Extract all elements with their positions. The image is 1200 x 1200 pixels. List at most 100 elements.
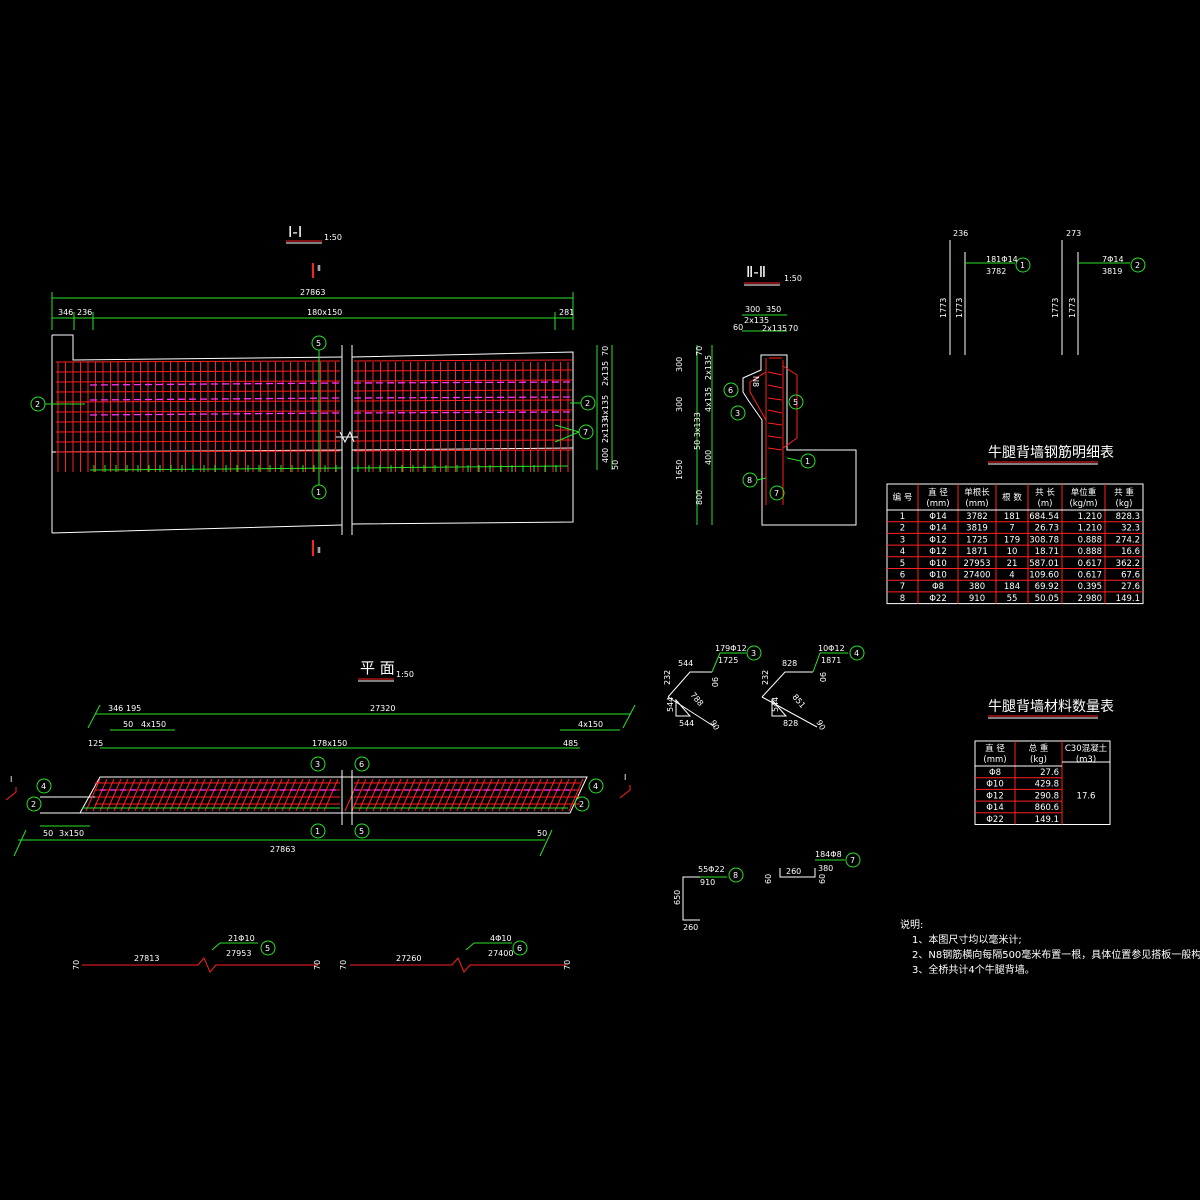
svg-text:485: 485 — [563, 739, 578, 748]
svg-text:544: 544 — [666, 697, 675, 712]
table-1-cell: 5 — [900, 559, 905, 569]
table-1-header: 根 数 — [1002, 492, 1022, 503]
table-1-cell: 10 — [1007, 547, 1018, 557]
table-2-cell: 149.1 — [1035, 815, 1059, 825]
svg-text:3: 3 — [751, 649, 756, 658]
svg-text:90: 90 — [710, 677, 719, 687]
section-1-title: Ⅰ-Ⅰ — [288, 223, 302, 241]
svg-text:6: 6 — [359, 760, 364, 769]
svg-text:2: 2 — [585, 399, 590, 408]
section-2-left-dims: 70 2x135 300 300 4x135 400 50 3x133 1650… — [675, 346, 713, 505]
table-1-cell: 67.6 — [1121, 571, 1140, 581]
svg-text:232: 232 — [663, 670, 672, 685]
svg-text:3: 3 — [315, 760, 320, 769]
svg-text:910: 910 — [700, 878, 715, 887]
section-2-dim-2x135a: 2x135 — [744, 316, 769, 325]
table-1-cell: 2.980 — [1078, 594, 1102, 604]
svg-text:544: 544 — [679, 719, 694, 728]
table-1-cell: 7 — [900, 582, 905, 592]
svg-text:273: 273 — [1066, 229, 1081, 238]
callout-1: 1 — [311, 350, 327, 500]
table-1-cell: 1871 — [966, 547, 988, 557]
svg-text:1650: 1650 — [675, 460, 684, 480]
svg-text:1: 1 — [315, 827, 320, 836]
bar-shape-7: 7 184Φ8 380 260 60 60 — [764, 850, 861, 884]
svg-text:181Φ14: 181Φ14 — [986, 255, 1018, 264]
section-1-dim-v1: 2x135 — [601, 361, 610, 386]
table-1-cell: Φ8 — [932, 582, 944, 592]
section-1-dim-v5: 50 — [611, 460, 620, 470]
callout-5: 5 — [311, 335, 327, 351]
svg-text:788: 788 — [688, 691, 705, 708]
svg-text:851: 851 — [790, 693, 807, 710]
table-1-cell: 1725 — [966, 535, 988, 545]
svg-text:5: 5 — [265, 944, 270, 953]
svg-text:90: 90 — [708, 719, 721, 732]
table-2-cell: 290.8 — [1035, 791, 1059, 801]
table-1-header: (m) — [1038, 499, 1053, 509]
svg-text:195: 195 — [126, 704, 141, 713]
svg-text:2: 2 — [1135, 261, 1140, 270]
table-1-title: 牛腿背墙钢筋明细表 — [988, 444, 1114, 461]
svg-text:184Φ8: 184Φ8 — [815, 850, 842, 859]
table-1-header: 编 号 — [893, 492, 913, 503]
bar-shape-8: 8 55Φ22 910 650 260 — [673, 865, 744, 932]
svg-text:70: 70 — [695, 346, 704, 356]
svg-text:3: 3 — [735, 409, 740, 418]
table-1-header: 共 重 — [1114, 487, 1134, 498]
table-1-cell: 0.617 — [1078, 559, 1102, 569]
table-1-cell: Φ14 — [929, 524, 947, 534]
svg-text:232: 232 — [761, 670, 770, 685]
section-1-rebar-grid — [55, 359, 573, 472]
table-2-cell: Φ8 — [989, 768, 1001, 778]
svg-text:1: 1 — [805, 457, 810, 466]
table-2-cell: Φ14 — [986, 803, 1004, 813]
section-2-view: Ⅱ-Ⅱ 1:50 300 350 60 2x135 2x135 70 70 2x… — [675, 263, 857, 526]
table-1-cell: 910 — [969, 594, 985, 604]
svg-text:1773: 1773 — [1068, 298, 1077, 318]
svg-text:2: 2 — [35, 400, 40, 409]
table-1-cell: 0.888 — [1078, 535, 1102, 545]
svg-text:70: 70 — [72, 960, 81, 970]
table-1-cell: 684.54 — [1029, 512, 1059, 522]
notes-heading: 说明: — [900, 918, 923, 931]
section-2-dim-300: 300 — [745, 305, 760, 314]
svg-text:3782: 3782 — [986, 267, 1006, 276]
rebar-schedule-table: 牛腿背墙钢筋明细表 编 号直 径(mm)单根长(mm)根 数共 长(m)单位重(… — [886, 444, 1144, 605]
svg-text:27863: 27863 — [270, 845, 295, 854]
svg-text:125: 125 — [88, 739, 103, 748]
svg-text:6: 6 — [517, 944, 522, 953]
svg-text:400: 400 — [704, 450, 713, 465]
table-1-cell: 0.617 — [1078, 571, 1102, 581]
table-1-cell: Φ22 — [929, 594, 947, 604]
svg-text:7: 7 — [774, 489, 779, 498]
callout-7: 7 — [554, 424, 594, 443]
table-1-cell: Φ12 — [929, 535, 947, 545]
section-2-title: Ⅱ-Ⅱ — [746, 263, 766, 281]
table-1-cell: 27953 — [963, 559, 990, 569]
plan-rebar-grid — [82, 778, 584, 812]
svg-text:300: 300 — [675, 357, 684, 372]
table-1-cell: 32.3 — [1121, 524, 1140, 534]
table-1-cell: Φ10 — [929, 559, 947, 569]
svg-text:70: 70 — [313, 960, 322, 970]
svg-text:50: 50 — [43, 829, 53, 838]
section-2-dim-350: 350 — [766, 305, 781, 314]
table-1-cell: 4 — [1009, 571, 1014, 581]
svg-text:260: 260 — [786, 867, 801, 876]
svg-text:2: 2 — [579, 800, 584, 809]
table-1-cell: 274.2 — [1116, 535, 1140, 545]
table-1-grid: 编 号直 径(mm)单根长(mm)根 数共 长(m)单位重(kg/m)共 重(k… — [886, 483, 1144, 605]
table-2-cell: Φ10 — [986, 780, 1004, 790]
note-1: 1、本图尺寸均以毫米计; — [912, 933, 1022, 946]
svg-text:380: 380 — [818, 864, 833, 873]
svg-text:4: 4 — [593, 782, 598, 791]
svg-text:90: 90 — [818, 672, 827, 682]
svg-text:544: 544 — [678, 659, 693, 668]
table-1-header: (kg) — [1116, 499, 1133, 509]
table-1-cell: 7 — [1009, 524, 1014, 534]
section-1-dim-v2: 4x135 — [601, 395, 610, 420]
section-1-dim-346: 346 — [58, 308, 73, 317]
